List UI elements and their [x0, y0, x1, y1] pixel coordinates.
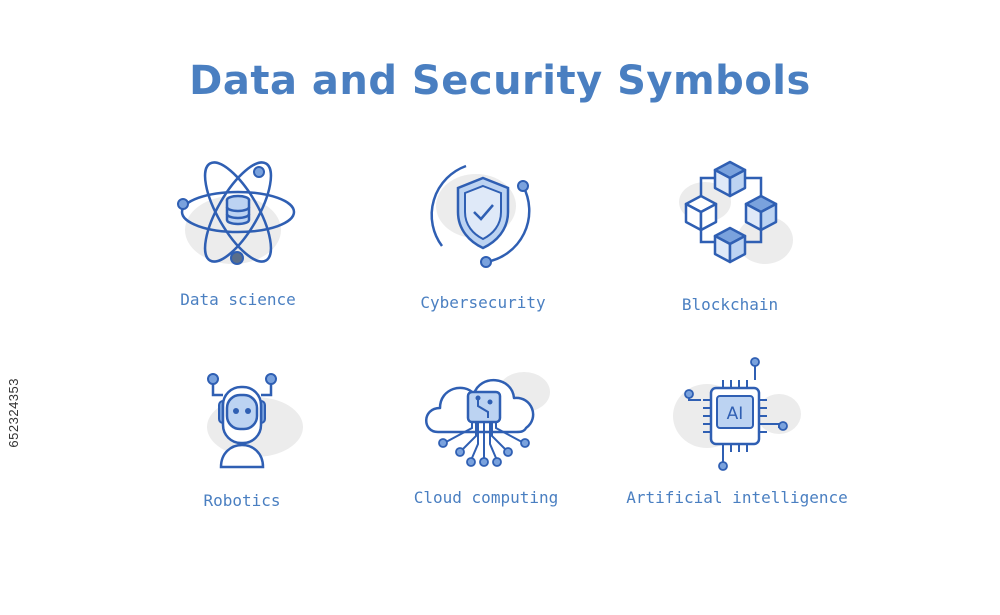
ai-chip-icon: AI	[673, 357, 801, 471]
label-robotics: Robotics	[203, 491, 281, 510]
ai-chip-text: AI	[727, 404, 744, 424]
label-blockchain: Blockchain	[681, 295, 779, 314]
cloud-circuit-icon	[425, 372, 550, 467]
symbol-blockchain: Blockchain	[610, 150, 850, 320]
label-artificial-intelligence: Artificial intelligence	[626, 488, 848, 507]
page-title: Data and Security Symbols	[189, 58, 811, 104]
shield-check-icon	[430, 164, 531, 268]
label-data-science: Data science	[180, 290, 296, 309]
symbol-artificial-intelligence: AI Artificial intelligence	[617, 356, 857, 512]
symbol-cloud-computing: Cloud computing	[366, 362, 606, 512]
blockchain-cubes-icon	[679, 160, 793, 264]
label-cloud-computing: Cloud computing	[413, 488, 559, 507]
symbol-data-science: Data science	[118, 150, 358, 320]
robot-head-icon	[207, 373, 303, 469]
image-id-vertical: 652324353	[6, 378, 21, 448]
symbol-robotics: Robotics	[122, 365, 362, 515]
symbol-cybersecurity: Cybersecurity	[363, 150, 603, 320]
label-cybersecurity: Cybersecurity	[420, 293, 546, 312]
atom-database-icon	[177, 161, 296, 265]
